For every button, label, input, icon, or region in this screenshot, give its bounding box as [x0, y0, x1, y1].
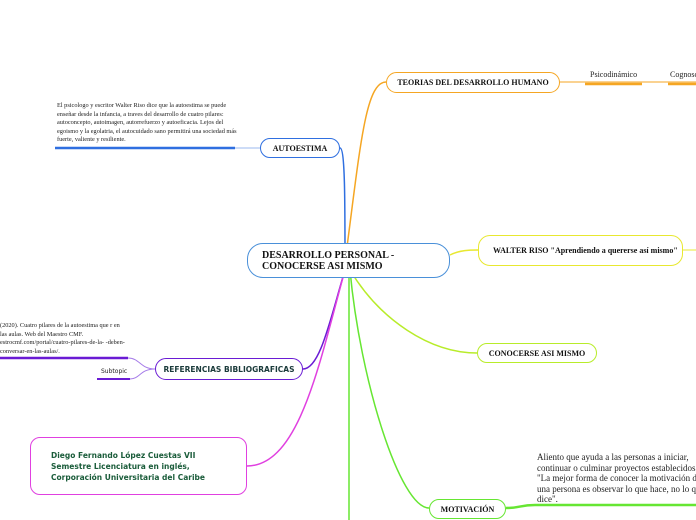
subtopic-cognosc[interactable]: Cognosc [670, 70, 696, 79]
topic-walter-riso[interactable]: WALTER RISO "Aprendiendo a quererse así … [478, 235, 683, 266]
topic-author[interactable]: Diego Fernando López Cuestas VII Semestr… [30, 437, 247, 495]
topic-label: MOTIVACIÓN [440, 504, 495, 514]
topic-conocerse[interactable]: CONOCERSE ASI MISMO [477, 343, 597, 363]
motivacion-note: Aliento que ayuda a las personas a inici… [537, 452, 696, 504]
topic-autoestima[interactable]: AUTOESTIMA [260, 138, 340, 158]
central-topic-label: DESARROLLO PERSONAL - CONOCERSE ASI MISM… [262, 249, 395, 272]
central-topic[interactable]: DESARROLLO PERSONAL - CONOCERSE ASI MISM… [247, 243, 450, 278]
topic-teorias[interactable]: TEORIAS DEL DESARROLLO HUMANO [386, 72, 560, 93]
referencias-note: (2020). Cuatro pilares de la autoestima … [0, 322, 125, 355]
topic-label: REFERENCIAS BIBLIOGRAFICAS [163, 364, 295, 374]
topic-label: Diego Fernando López Cuestas VII Semestr… [51, 450, 205, 482]
topic-label: AUTOESTIMA [272, 143, 328, 153]
topic-referencias[interactable]: REFERENCIAS BIBLIOGRAFICAS [155, 358, 303, 380]
topic-label: CONOCERSE ASI MISMO [488, 348, 586, 358]
autoestima-note: El psicologo y escritor Walter Riso dice… [57, 102, 237, 143]
subtopic[interactable]: Subtopic [101, 368, 128, 375]
subtopic-psicodinamico[interactable]: Psicodinámico [590, 70, 638, 79]
topic-label: WALTER RISO "Aprendiendo a quererse así … [493, 245, 678, 255]
topic-label: TEORIAS DEL DESARROLLO HUMANO [397, 78, 549, 87]
topic-motivacion[interactable]: MOTIVACIÓN [429, 499, 506, 519]
